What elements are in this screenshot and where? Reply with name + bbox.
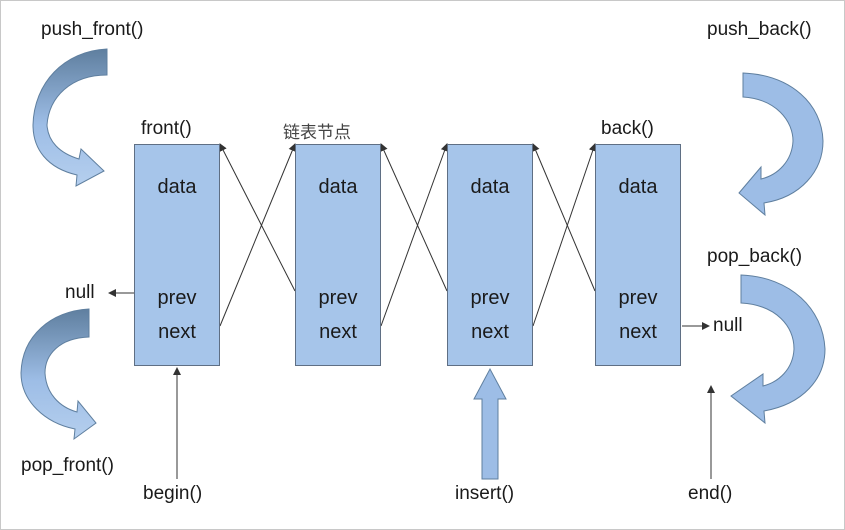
node-prev-field: prev [157,287,197,309]
push-front-arrow [32,48,108,187]
link-next-3-4 [532,143,597,327]
node-data-field: data [318,176,358,198]
list-node-1: data prev next [134,144,220,366]
pop-front-arrow [20,308,97,441]
front-label: front() [141,118,192,139]
node-next-field: next [471,321,509,343]
node-next-field: next [319,321,357,343]
push-front-label: push_front() [41,19,144,40]
link-prev-3-2 [380,143,448,292]
pop-back-arrow [730,274,826,425]
list-node-2: data prev next [295,144,381,366]
push-back-arrow [738,72,824,217]
end-label: end() [688,483,733,504]
link-prev-2-1 [219,143,296,292]
link-next-2-3 [380,143,449,327]
node-next-field: next [619,321,657,343]
insert-arrow [473,367,507,480]
pop-front-label: pop_front() [21,455,114,476]
node-data-field: data [470,176,510,198]
back-label: back() [601,118,654,139]
front-null-label: null [65,282,95,303]
node-data-field: data [157,176,197,198]
node-prev-field: prev [470,287,510,309]
insert-label: insert() [455,483,515,504]
list-node-4: data prev next [595,144,681,366]
begin-label: begin() [143,483,203,504]
pop-back-label: pop_back() [707,246,803,267]
node-caption: 链表节点 [283,123,351,143]
link-prev-4-3 [532,143,596,292]
node-data-field: data [618,176,658,198]
node-next-field: next [158,321,196,343]
push-back-label: push_back() [707,19,812,40]
node-prev-field: prev [618,287,658,309]
list-node-3: data prev next [447,144,533,366]
back-null-label: null [713,315,743,336]
link-next-1-2 [219,143,297,327]
node-prev-field: prev [318,287,358,309]
